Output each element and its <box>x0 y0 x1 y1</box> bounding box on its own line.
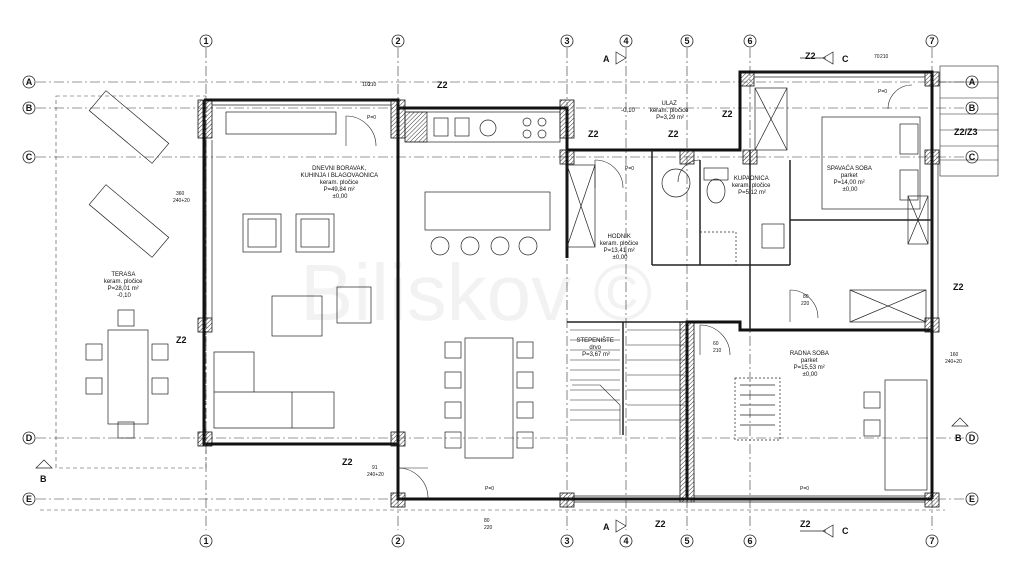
dining-table <box>444 337 534 459</box>
z2-mark: Z2 <box>805 51 816 61</box>
svg-text:P=0: P=0 <box>800 486 809 492</box>
col-label: 1 <box>203 36 208 46</box>
watermark-text: Biliskov © <box>300 248 652 337</box>
section-b-right: B <box>955 433 962 443</box>
row-label: D <box>26 433 33 443</box>
tv-unit <box>225 111 337 135</box>
section-c-top: C <box>842 54 849 64</box>
z2-mark: Z2 <box>588 129 599 139</box>
col-label: 6 <box>747 536 752 546</box>
col-label: 7 <box>929 36 934 46</box>
room-terasa-label: TERASA keram. pločice P=28,01 m² -0,10 <box>104 272 144 299</box>
svg-text:240+20: 240+20 <box>367 472 384 478</box>
room-hodnik-label: HODNIK keram. pločice P=13,41 m² ±0,00 <box>600 234 640 261</box>
kitchen-island <box>424 191 551 256</box>
level-ulaz: -0,10 <box>621 108 635 114</box>
col-label: 4 <box>623 536 628 546</box>
living-room-furniture <box>213 213 372 429</box>
bed <box>821 116 921 210</box>
section-labels: A A C C B B <box>40 54 962 536</box>
kitchen-counter <box>404 111 561 143</box>
door-swings <box>345 84 913 499</box>
col-label: 6 <box>747 36 752 46</box>
z2-mark: Z2 <box>655 519 666 529</box>
z2-mark: Z2 <box>722 109 733 119</box>
dimension-notes: 360 240+20 160 240+20 91 240+20 80 220 1… <box>173 54 962 531</box>
grid-bubbles <box>22 34 979 548</box>
svg-text:P=0: P=0 <box>625 166 634 172</box>
row-label: C <box>26 152 33 162</box>
terrace-furniture <box>85 90 170 439</box>
svg-text:220: 220 <box>801 301 810 307</box>
svg-text:360: 360 <box>176 191 185 197</box>
z2-mark: Z2 <box>800 519 811 529</box>
svg-text:210: 210 <box>368 82 377 88</box>
row-label: C <box>969 152 976 162</box>
row-label: B <box>26 103 33 113</box>
z2-mark: Z2 <box>342 457 353 467</box>
desk <box>734 377 928 491</box>
row-label: D <box>969 433 976 443</box>
windows <box>205 71 939 503</box>
col-label: 1 <box>203 536 208 546</box>
z2-mark: Z2 <box>953 282 964 292</box>
wall-type-marks: Z2 Z2 Z2 Z2 Z2 Z2/Z3 Z2 Z2 Z2 Z2 Z2 <box>176 51 978 529</box>
svg-text:160: 160 <box>950 352 959 358</box>
svg-text:220: 220 <box>484 525 493 531</box>
col-label: 3 <box>564 36 569 46</box>
room-stepeniste-label: STEPENIŠTE drvo P=3,67 m² <box>576 337 615 358</box>
row-label: A <box>26 77 33 87</box>
svg-text:80: 80 <box>484 518 490 524</box>
col-label: 7 <box>929 536 934 546</box>
room-radna-label: RADNA SOBA parket P=15,53 m² ±0,00 <box>790 351 830 378</box>
structural-columns <box>197 71 940 508</box>
z2-mark: Z2 <box>176 335 187 345</box>
room-spavaca-label: SPAVAĆA SOBA parket P=14,00 m² ±0,00 <box>827 165 873 193</box>
bathroom-fixtures <box>661 167 785 266</box>
row-label: E <box>969 494 975 504</box>
svg-text:240+20: 240+20 <box>945 359 962 365</box>
svg-text:110: 110 <box>362 82 370 88</box>
row-label: B <box>969 103 976 113</box>
svg-text:P=0: P=0 <box>367 115 376 121</box>
entry-steps <box>939 65 999 177</box>
col-label: 5 <box>684 36 689 46</box>
section-a-bottom: A <box>603 522 610 532</box>
col-label: 5 <box>684 536 689 546</box>
room-labels: DNEVNI BORAVAK, KUHINJA I BLAGOVAONICA k… <box>104 101 873 378</box>
svg-text:210: 210 <box>713 348 722 354</box>
section-a-top: A <box>603 54 610 64</box>
room-dnevni-label: DNEVNI BORAVAK, KUHINJA I BLAGOVAONICA k… <box>301 166 380 200</box>
z2-mark: Z2 <box>437 80 448 90</box>
svg-text:P=0: P=0 <box>878 89 887 95</box>
z2-mark: Z2 <box>668 129 679 139</box>
svg-text:70: 70 <box>874 54 880 60</box>
svg-text:80: 80 <box>803 294 809 300</box>
svg-text:60: 60 <box>713 341 719 347</box>
section-c-bottom: C <box>842 526 849 536</box>
col-label: 3 <box>564 536 569 546</box>
section-b-left: B <box>40 474 47 484</box>
col-label: 2 <box>395 536 400 546</box>
col-label: 4 <box>623 36 628 46</box>
room-kupaonica-label: KUPAONICA keram. pločice P=5,12 m² <box>732 176 772 196</box>
staircase <box>570 329 685 435</box>
room-ulaz-label: ULAZ keram. pločice P=3,29 m² <box>650 101 690 121</box>
z2z3-mark: Z2/Z3 <box>954 127 978 137</box>
row-label: E <box>26 494 32 504</box>
col-label: 2 <box>395 36 400 46</box>
svg-text:91: 91 <box>372 465 378 471</box>
section-markers <box>35 51 969 538</box>
svg-text:P=0: P=0 <box>485 486 494 492</box>
svg-text:240+20: 240+20 <box>173 198 190 204</box>
svg-text:210: 210 <box>880 54 889 60</box>
